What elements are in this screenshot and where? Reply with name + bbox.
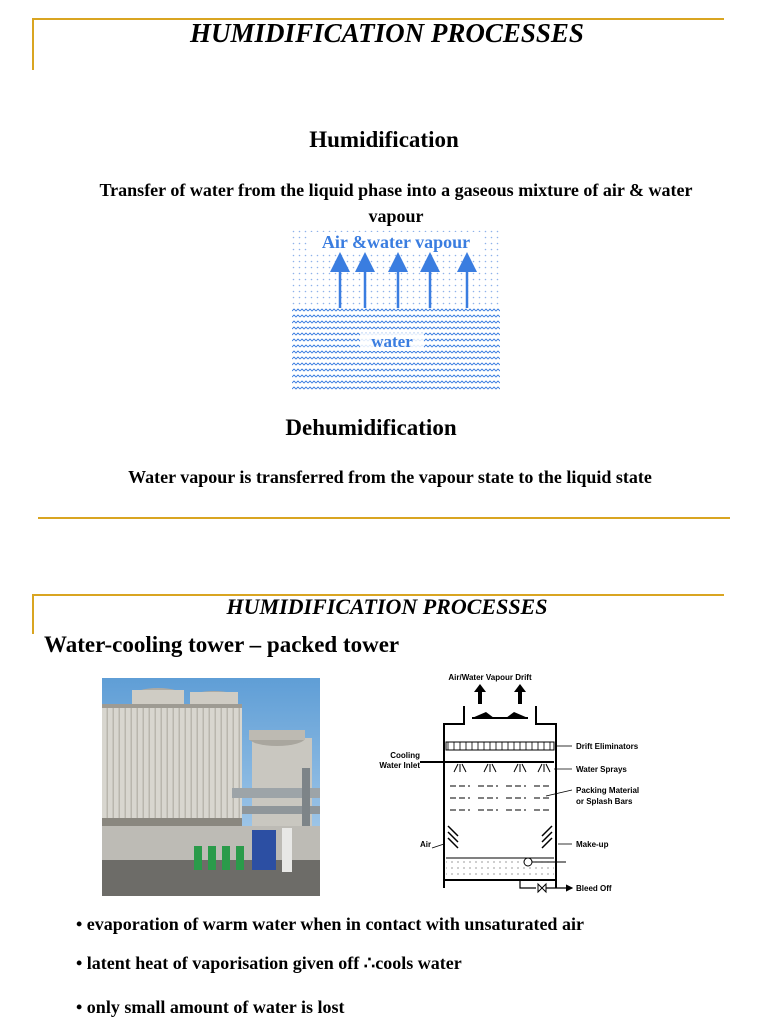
humidification-text: Transfer of water from the liquid phase … (99, 180, 693, 226)
humidification-diagram: Air &water vapour water (292, 230, 500, 392)
slide1-title: HUMIDIFICATION PROCESSES (190, 18, 584, 48)
bullet-water-lost: • only small amount of water is lost (76, 997, 345, 1017)
packing-material-label: Packing Material (576, 786, 639, 795)
bullet-evaporation: • evaporation of warm water when in cont… (76, 914, 584, 934)
bleed-off-label: Bleed Off (576, 884, 612, 893)
slide2-title: HUMIDIFICATION PROCESSES (226, 594, 548, 619)
cooling-water-inlet-label: Water Inlet (379, 761, 420, 770)
humidification-heading: Humidification (309, 127, 459, 152)
tower-casing (443, 706, 557, 888)
slide2-subtitle: Water-cooling tower – packed tower (44, 632, 400, 657)
outlet-arrow (474, 684, 486, 704)
slide1-top-rule (32, 18, 724, 20)
air-water-vapour-label: Air &water vapour (322, 232, 470, 252)
bullet-latent-heat: • latent heat of vaporisation given off … (76, 953, 462, 973)
cooling-tower-photo (102, 678, 320, 896)
slide2-side-rule (32, 594, 34, 634)
packing-material-label: or Splash Bars (576, 797, 633, 806)
dehumidification-heading: Dehumidification (285, 415, 457, 440)
outlet-arrow (514, 684, 526, 704)
water-label: water (371, 332, 413, 351)
slide1-side-rule (32, 18, 34, 70)
cooling-tower-schematic: Air/Water Vapour Drift Drift Eliminators… (379, 673, 639, 894)
cooling-water-inlet-label: Cooling (390, 751, 420, 760)
drift-label: Air/Water Vapour Drift (448, 673, 532, 682)
dehumidification-text: Water vapour is transferred from the vap… (128, 467, 652, 487)
air-inlet-label: Air (420, 840, 431, 849)
slide1-bottom-rule (38, 517, 730, 519)
drift-eliminators-label: Drift Eliminators (576, 742, 639, 751)
slide2-top-rule (32, 594, 724, 596)
make-up-label: Make-up (576, 840, 609, 849)
water-sprays-label: Water Sprays (576, 765, 627, 774)
